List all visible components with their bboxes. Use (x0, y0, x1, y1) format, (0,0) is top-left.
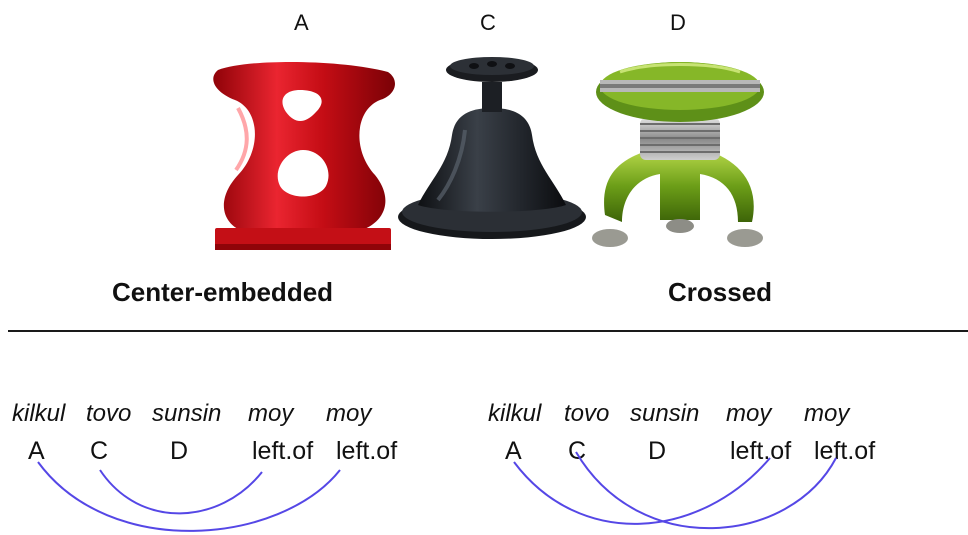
gloss: D (648, 437, 667, 465)
arc-center-outer (37, 461, 341, 532)
arc-center-inner (99, 469, 263, 515)
gloss: C (568, 437, 587, 465)
gloss: D (170, 437, 189, 465)
black-knob-image (398, 57, 586, 239)
word: kilkul (488, 400, 542, 427)
word: tovo (564, 400, 610, 427)
word: kilkul (12, 400, 66, 427)
gloss: left.of (730, 437, 792, 465)
word: tovo (86, 400, 132, 427)
gloss: A (28, 437, 45, 465)
arc-crossed-c (575, 451, 837, 530)
word: moy (248, 400, 294, 427)
gloss: C (90, 437, 109, 465)
word: sunsin (630, 400, 700, 427)
word: moy (726, 400, 772, 427)
heading-center-embedded: Center-embedded (112, 277, 334, 307)
heading-crossed: Crossed (668, 277, 773, 307)
red-sculpture-image (213, 61, 395, 250)
green-toy-image (592, 62, 764, 247)
arc-crossed-a (513, 457, 771, 525)
object-label-d: D (670, 10, 686, 35)
word: sunsin (152, 400, 222, 427)
object-label-a: A (294, 10, 309, 35)
object-label-c: C (480, 10, 496, 35)
gloss: left.of (252, 437, 314, 465)
word: moy (804, 400, 850, 427)
gloss: left.of (336, 437, 398, 465)
word: moy (326, 400, 372, 427)
gloss: A (505, 437, 522, 465)
divider (8, 330, 968, 332)
gloss: left.of (814, 437, 876, 465)
